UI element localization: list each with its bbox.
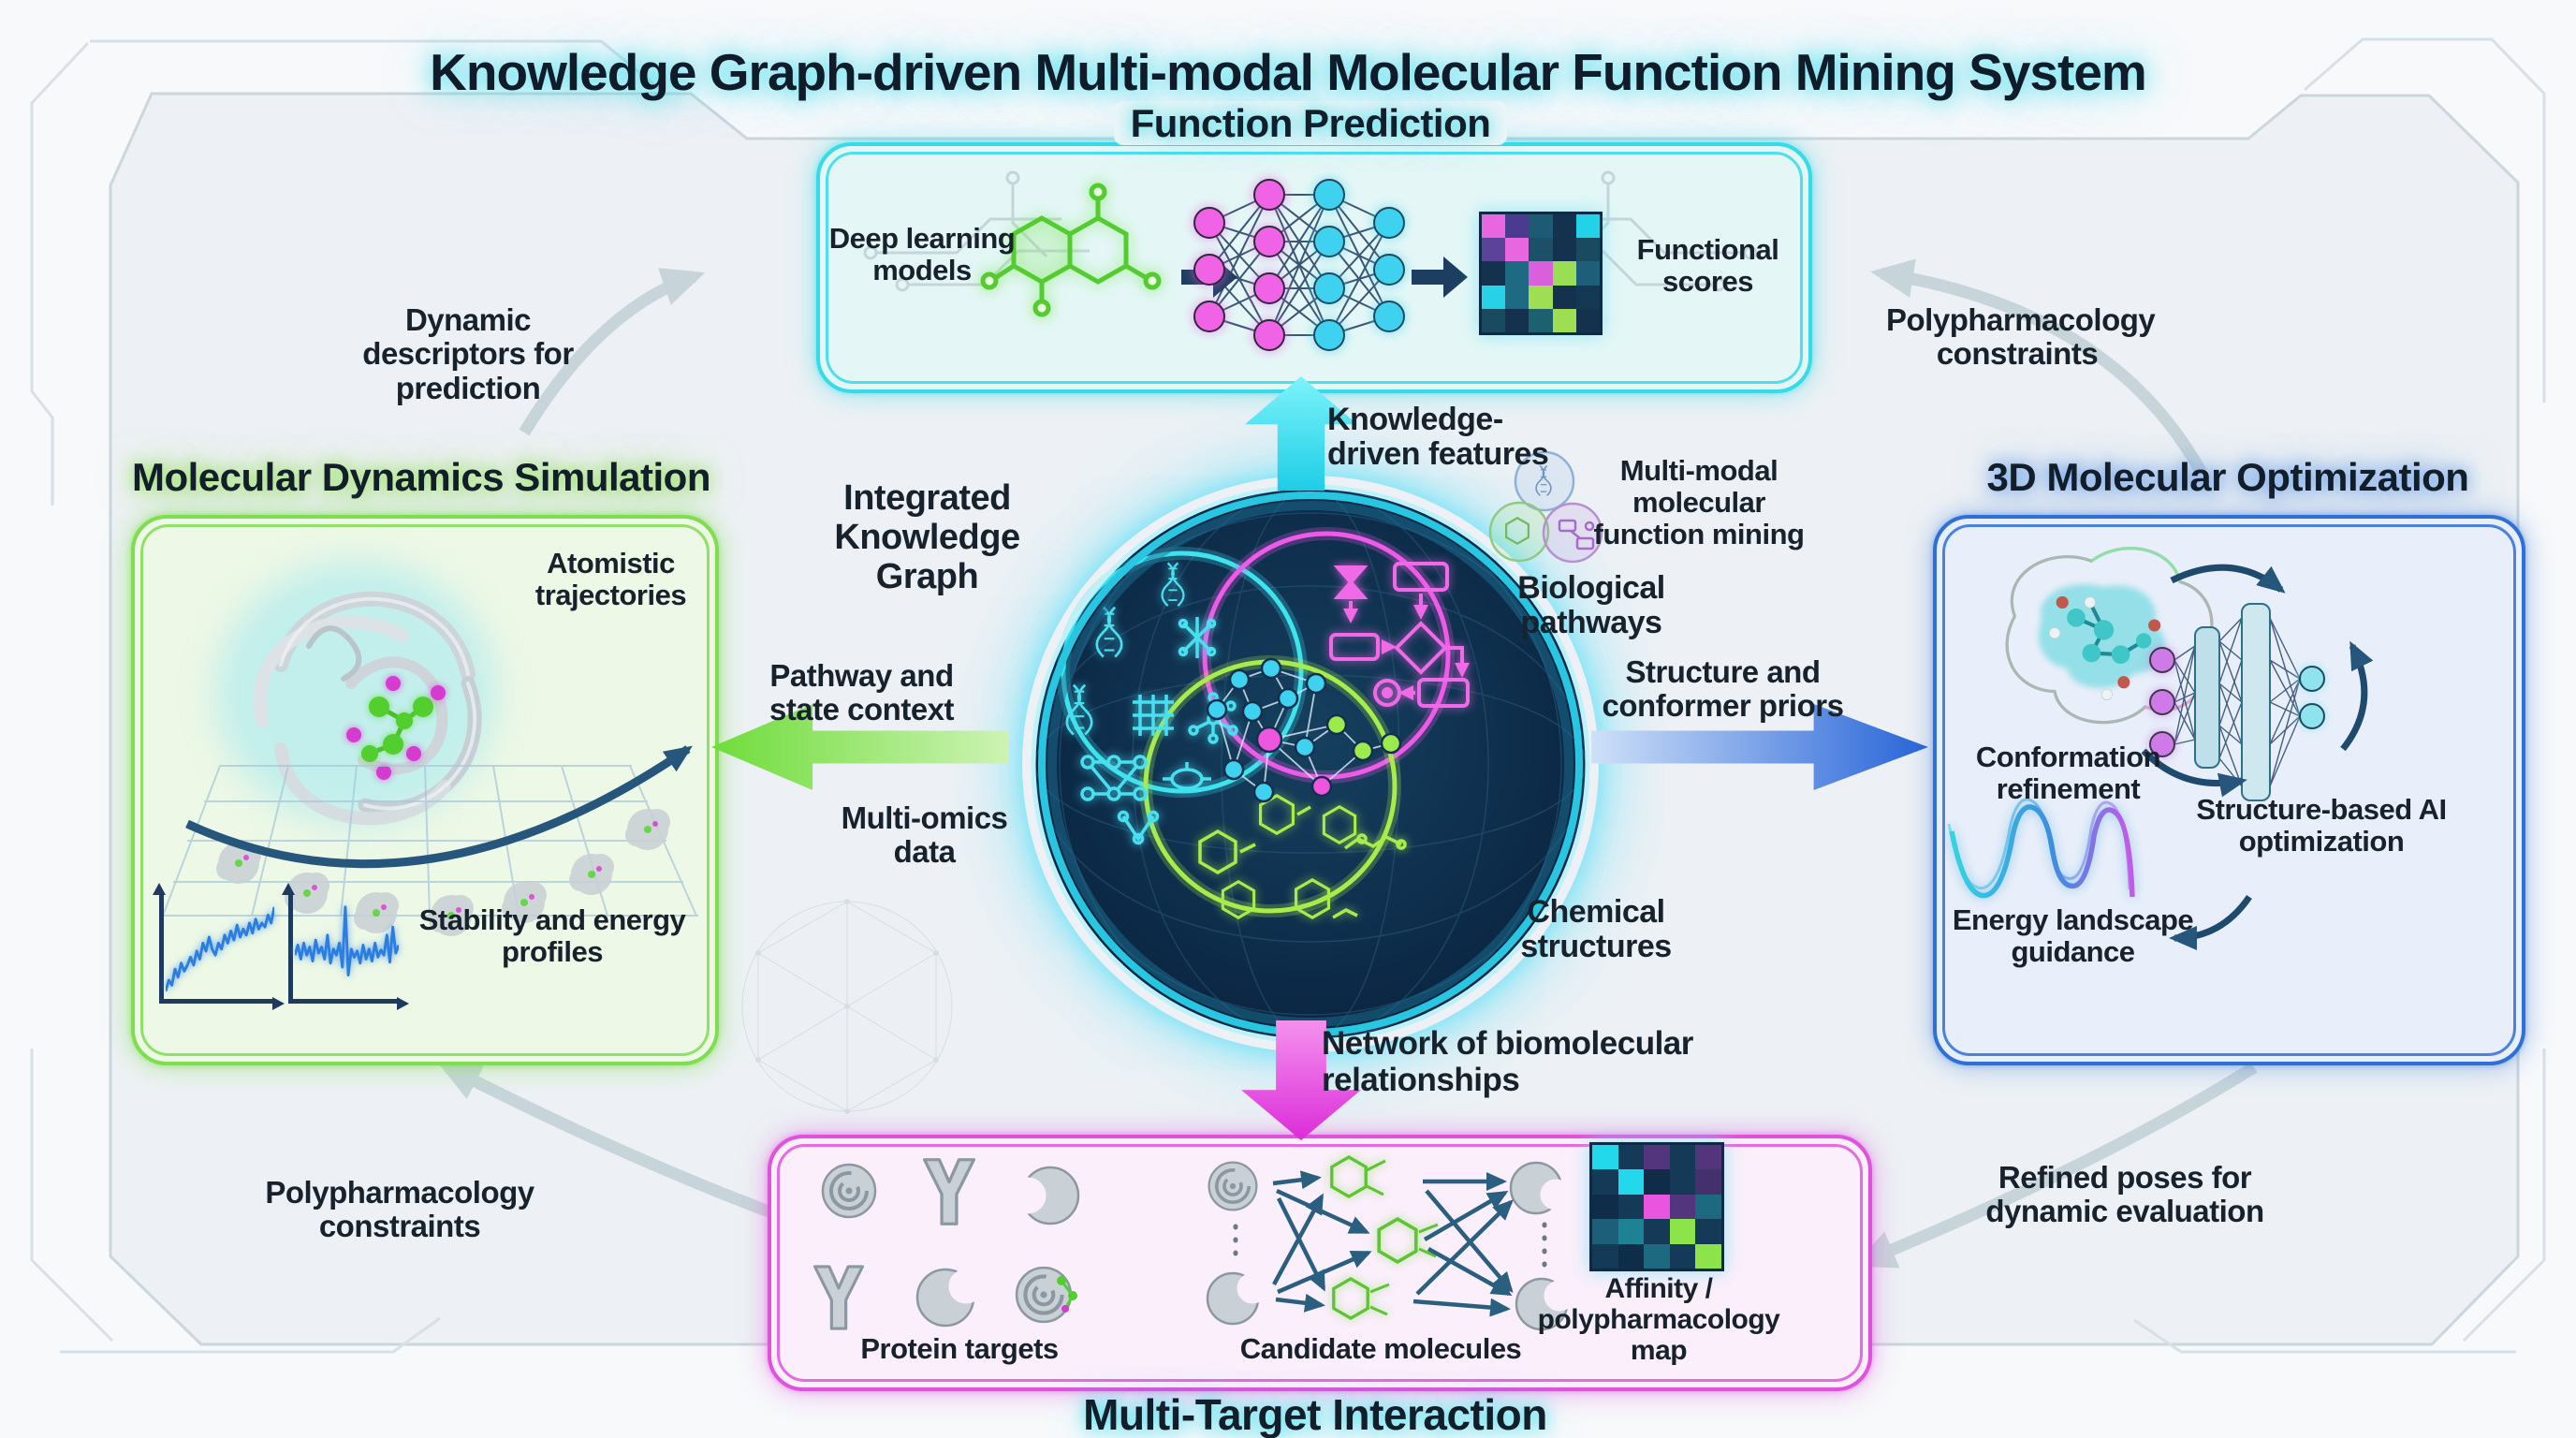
deep-learning-label: Deep learning models — [828, 222, 1016, 287]
integrated-network-icon — [1206, 657, 1402, 803]
page-title: Knowledge Graph-driven Multi-modal Molec… — [430, 42, 2147, 101]
candidate-molecule-icons — [1330, 1155, 1439, 1320]
conformer-blob-icon — [2005, 547, 2214, 725]
multi-target-title: Multi-Target Interaction — [1083, 1390, 1547, 1438]
functional-scores-label: Functional scores — [1636, 233, 1779, 299]
arrow-opt-to-multitarget — [1852, 1062, 2258, 1269]
ai-optimizer-icon — [2141, 564, 2374, 950]
biological-pathways-label: Biological pathways — [1517, 570, 1665, 641]
knowledge-driven-features-label: Knowledge-driven features — [1327, 402, 1549, 473]
refined-poses-label: Refined poses for dynamic evaluation — [1985, 1160, 2264, 1229]
molecular-optimization-illustration — [1947, 547, 2374, 950]
protein-targets-label: Protein targets — [860, 1332, 1059, 1365]
molecular-dynamics-illustration — [162, 562, 698, 936]
structure-ai-label: Structure-based AI optimization — [2196, 793, 2447, 858]
mini-venn-icon — [1488, 450, 1603, 564]
dynamic-descriptors-label: Dynamic descriptors for prediction — [362, 302, 574, 405]
polypharmacology-top-label: Polypharmacology constraints — [1886, 302, 2156, 372]
trajectory-snapshots-icon — [216, 809, 670, 936]
hud-corner-accents — [30, 37, 2546, 1354]
network-relationships-label: Network of biomolecular relationships — [1322, 1025, 1693, 1098]
molecular-dynamics-title: Molecular Dynamics Simulation — [131, 455, 711, 499]
energy-landscape-icon — [1947, 798, 2135, 899]
polypharmacology-bottom-label: Polypharmacology constraints — [265, 1175, 534, 1244]
stability-profiles-label: Stability and energy profiles — [418, 903, 686, 969]
arrow-right-icon — [1412, 257, 1468, 298]
trajectory-arrow-icon — [185, 745, 693, 869]
function-prediction-illustration — [863, 170, 1758, 351]
energy-guidance-label: Energy landscape guidance — [1952, 903, 2194, 969]
neural-network-icon — [1193, 179, 1405, 351]
integrated-knowledge-graph-label: Integrated Knowledge Graph — [834, 478, 1020, 596]
atomistic-trajectories-label: Atomistic trajectories — [534, 547, 687, 612]
venn-rings — [1057, 527, 1455, 917]
multimodal-mining-label: Multi-modal molecular function mining — [1593, 454, 1805, 551]
pathway-state-context-label: Pathway and state context — [768, 658, 955, 727]
conformation-refinement-label: Conformation refinement — [1975, 741, 2161, 806]
structure-conformer-priors-label: Structure and conformer priors — [1602, 654, 1844, 724]
chemical-structures-label: Chemical structures — [1520, 894, 1672, 965]
protein-targets-icon — [812, 1158, 1080, 1330]
pathway-flowchart-icons — [1329, 562, 1470, 708]
function-prediction-title: Function Prediction — [1030, 101, 1591, 146]
protein-ribbon-icon — [215, 562, 496, 826]
arrow-opt-to-prediction — [1870, 258, 2207, 477]
ligand-icon — [346, 676, 446, 780]
molecule-icon — [980, 183, 1162, 317]
multi-target-illustration — [812, 1155, 1575, 1331]
geodesic-sphere-decoration — [741, 899, 953, 1114]
affinity-map-label: Affinity / polypharmacology map — [1537, 1273, 1780, 1366]
functional-scores-heatmap — [1479, 212, 1603, 335]
chemical-structure-icons — [1198, 794, 1407, 919]
interaction-network-icon — [1206, 1155, 1575, 1331]
multi-omics-label: Multi-omics data — [841, 800, 1008, 870]
arrow-md-to-prediction — [519, 268, 706, 436]
energy-profile-chart — [282, 883, 409, 1010]
molecular-optimization-title: 3D Molecular Optimization — [1986, 455, 2469, 499]
stability-profile-chart — [153, 883, 285, 1010]
affinity-map-heatmap — [1589, 1142, 1724, 1271]
candidate-molecules-label: Candidate molecules — [1239, 1332, 1522, 1365]
